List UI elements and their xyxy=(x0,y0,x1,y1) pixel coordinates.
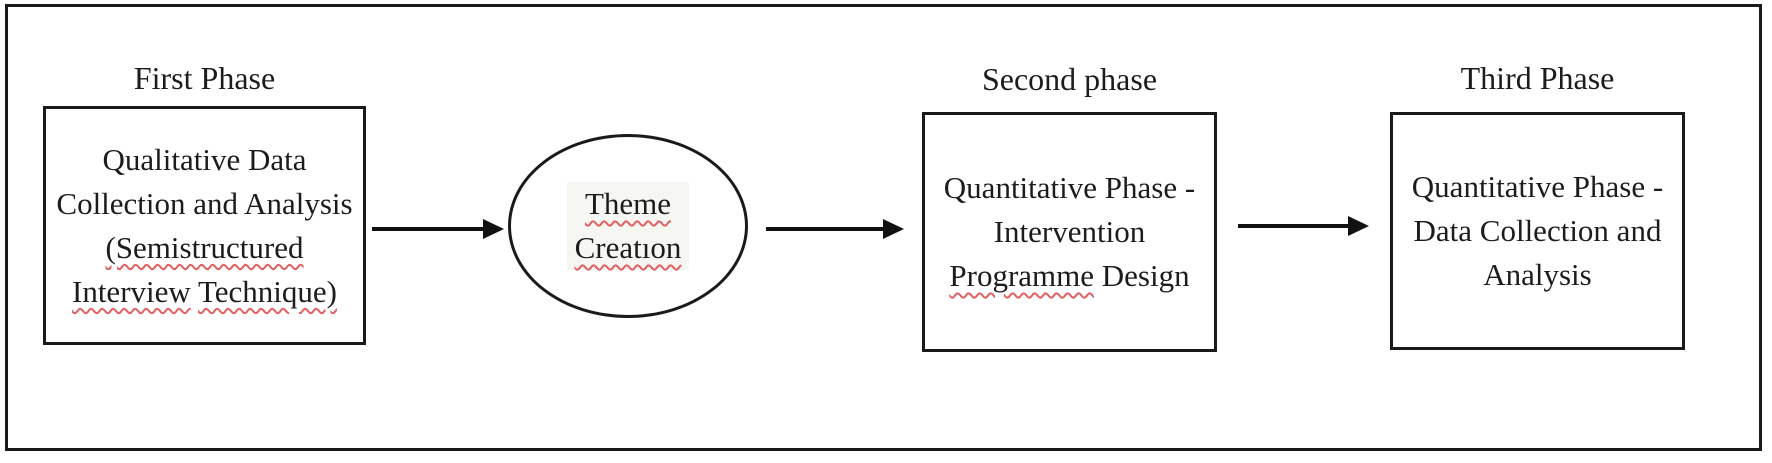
text-line: Quantitative Phase - xyxy=(1411,169,1664,204)
arrow-shaft xyxy=(372,227,483,231)
outer-border xyxy=(5,4,1762,451)
arrow-right-icon xyxy=(1238,216,1369,236)
text-line: Analysis xyxy=(1483,257,1592,292)
text-line: (Semistructured xyxy=(105,229,304,265)
arrow-shaft xyxy=(1238,224,1348,228)
text-line: Collection and Analysis xyxy=(56,185,353,221)
arrow-head xyxy=(1348,216,1369,236)
text-line: Quantitative Phase - xyxy=(943,170,1196,205)
second-phase-label: Second phase xyxy=(981,61,1158,97)
arrow-head xyxy=(883,219,904,239)
text-line: Data Collection and xyxy=(1413,213,1662,248)
arrow-shaft xyxy=(766,227,883,231)
text-line: Theme xyxy=(584,186,672,221)
text-line: Interview Technique) xyxy=(72,273,337,309)
arrow-right-icon xyxy=(766,219,904,239)
arrow-right-icon xyxy=(372,219,504,239)
first-phase-label: First Phase xyxy=(133,60,276,96)
text-line: Qualitative Data xyxy=(102,141,307,177)
third-phase-label: Third Phase xyxy=(1460,60,1615,96)
text-line: Programme Design xyxy=(949,258,1190,293)
text-line: Intervention xyxy=(993,214,1146,249)
arrow-head xyxy=(483,219,504,239)
text-line: Creatıon xyxy=(574,230,682,265)
